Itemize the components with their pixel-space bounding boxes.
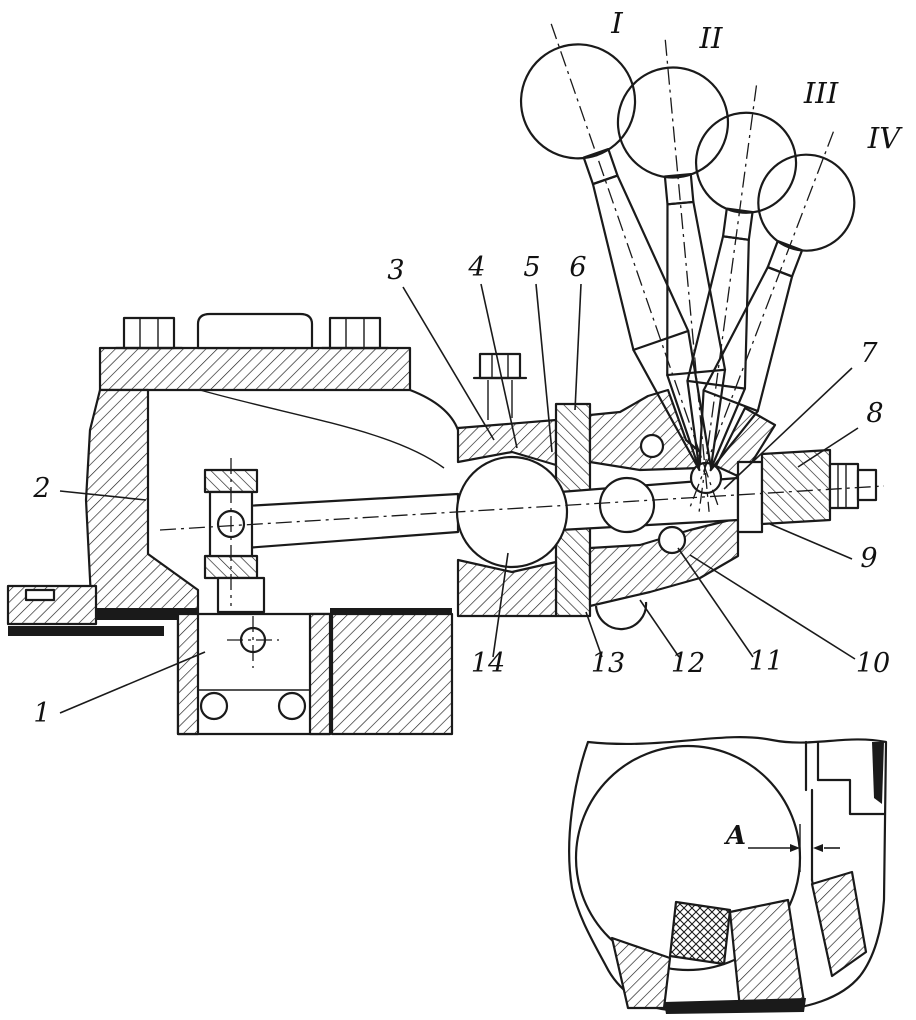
lever-position-labels: I II III IV xyxy=(610,6,903,155)
callout-label-1: 1 xyxy=(33,698,50,729)
callout-label-8: 8 xyxy=(866,398,883,429)
small-ball-seat xyxy=(598,476,656,534)
dimension-label-A: A xyxy=(723,821,746,851)
leader-5 xyxy=(535,283,553,453)
roller-left xyxy=(199,691,229,721)
detail-seal-parts xyxy=(610,898,806,1014)
leader-3 xyxy=(402,286,495,441)
position-label-II: II xyxy=(699,21,723,55)
detail-retainer xyxy=(804,740,886,978)
leader-lines xyxy=(59,283,859,714)
callout-label-10: 10 xyxy=(856,648,890,679)
leader-13 xyxy=(585,611,603,658)
dimension-arrow-left xyxy=(790,844,800,852)
callout-label-4: 4 xyxy=(467,252,485,283)
detail-view: A xyxy=(568,736,888,1014)
leader-7 xyxy=(723,367,853,490)
position-label-I: I xyxy=(610,6,623,40)
leader-11 xyxy=(677,547,754,658)
detent-spring-upper xyxy=(639,433,665,459)
housing-base-section xyxy=(330,612,454,736)
lever-positions xyxy=(519,23,856,512)
gear-lever-position-4 xyxy=(688,131,856,510)
cover-bolt-right xyxy=(320,316,390,350)
callout-label-7: 7 xyxy=(860,338,878,369)
leader-9 xyxy=(769,523,853,560)
callout-label-9: 9 xyxy=(860,543,877,574)
adjusting-nut-assembly xyxy=(736,448,878,534)
bottom-boss xyxy=(594,601,648,631)
gasket-strip-left xyxy=(96,608,198,620)
gear-lever-position-1 xyxy=(519,23,721,510)
upper-bearing-shell xyxy=(456,418,558,467)
cover-bolt-left xyxy=(114,316,184,350)
lever-knob-2 xyxy=(616,66,730,179)
socket-upper-wall xyxy=(588,388,702,472)
callout-label-5: 5 xyxy=(523,252,540,283)
nut xyxy=(760,448,832,526)
thread-stub xyxy=(828,462,860,510)
lower-bearing-shell xyxy=(456,558,558,618)
lever-knob-4 xyxy=(757,153,856,252)
seal-packing xyxy=(668,900,732,966)
main-section-view xyxy=(6,312,885,736)
lower-bearing-block xyxy=(176,612,332,736)
callout-label-6: 6 xyxy=(569,252,586,283)
leader-1 xyxy=(59,651,206,714)
callout-labels: 1 2 3 4 5 6 7 8 9 10 11 12 13 14 xyxy=(32,252,890,729)
callout-label-2: 2 xyxy=(32,473,50,504)
rod-axis-centerline xyxy=(159,485,885,531)
tail-tip xyxy=(856,468,878,502)
leader-10 xyxy=(689,554,856,660)
ball-head xyxy=(455,455,569,569)
lever-knob-3 xyxy=(694,111,798,214)
dimension-arrow-right xyxy=(813,844,823,852)
socket-lower-wall xyxy=(588,516,740,608)
leader-8 xyxy=(797,427,859,468)
callout-label-3: 3 xyxy=(387,255,404,286)
gear-lever-position-3 xyxy=(686,85,798,512)
callout-label-14: 14 xyxy=(471,648,505,679)
callout-label-12: 12 xyxy=(671,648,705,679)
callout-label-13: 13 xyxy=(591,648,625,679)
lever-knob-1 xyxy=(519,43,637,160)
flange-gasket xyxy=(8,626,164,636)
leader-4 xyxy=(480,283,518,449)
leader-14 xyxy=(492,552,509,658)
leader-12 xyxy=(639,599,680,658)
callout-label-11: 11 xyxy=(749,646,783,677)
leader-6 xyxy=(574,283,582,411)
roller-right xyxy=(277,691,307,721)
position-label-IV: IV xyxy=(867,121,903,155)
leader-2 xyxy=(59,490,147,501)
position-label-III: III xyxy=(803,76,839,110)
gear-lever-position-2 xyxy=(616,39,730,512)
detent-spring-lower xyxy=(657,525,687,555)
dimension-A: A xyxy=(723,821,840,872)
housing-cover xyxy=(98,312,412,392)
rod-clevis xyxy=(203,458,266,614)
